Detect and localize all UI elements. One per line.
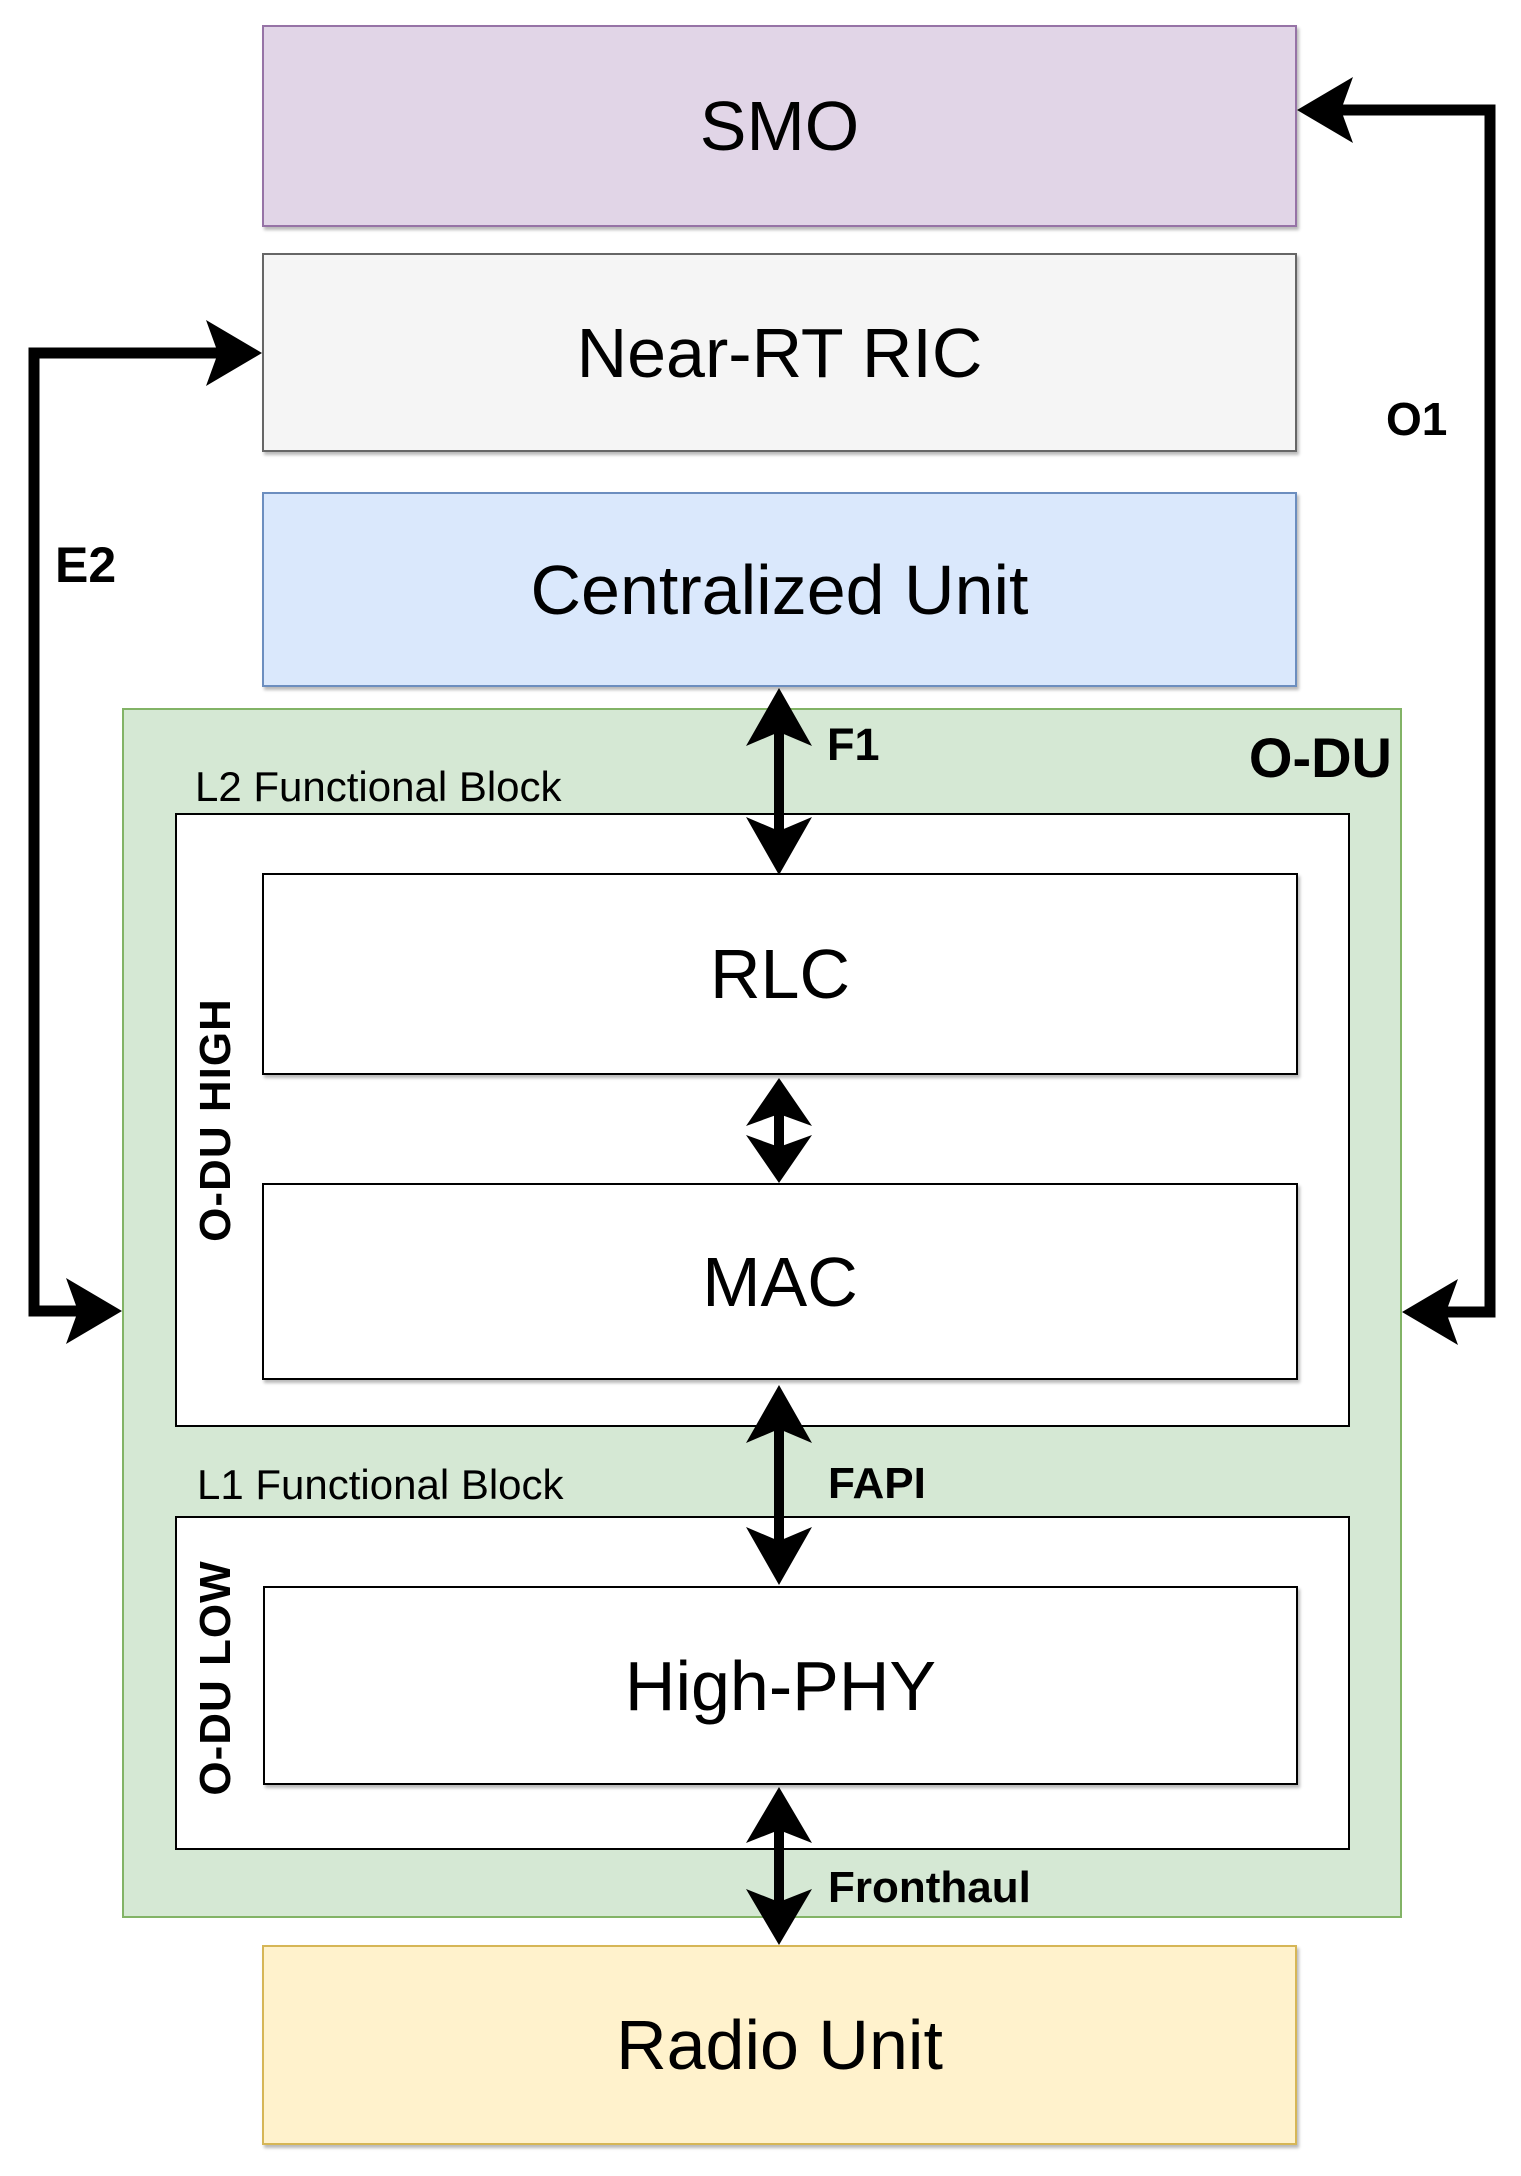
smo-box: SMO	[262, 25, 1297, 227]
rlc-box: RLC	[262, 873, 1298, 1075]
centralized-unit-label: Centralized Unit	[530, 550, 1029, 629]
o1-interface-label: O1	[1386, 393, 1448, 445]
f1-interface-label: F1	[827, 719, 880, 770]
odu-label: O-DU	[1248, 726, 1392, 789]
smo-label: SMO	[699, 87, 860, 165]
fapi-interface-label: FAPI	[828, 1459, 926, 1508]
near-rt-ric-box: Near-RT RIC	[262, 253, 1297, 452]
rlc-label: RLC	[709, 935, 851, 1013]
l2-functional-block-label: L2 Functional Block	[195, 763, 562, 810]
high-phy-label: High-PHY	[624, 1646, 937, 1725]
mac-box: MAC	[262, 1183, 1298, 1380]
mac-label: MAC	[702, 1242, 858, 1321]
e2-interface-label: E2	[55, 537, 117, 593]
radio-unit-box: Radio Unit	[262, 1945, 1297, 2145]
odu-high-label: O-DU HIGH	[191, 998, 240, 1242]
high-phy-box: High-PHY	[263, 1586, 1298, 1785]
fronthaul-interface-label: Fronthaul	[828, 1863, 1031, 1912]
near-rt-ric-label: Near-RT RIC	[576, 313, 983, 392]
centralized-unit-box: Centralized Unit	[262, 492, 1297, 687]
radio-unit-label: Radio Unit	[616, 2006, 943, 2084]
l1-functional-block-label: L1 Functional Block	[197, 1461, 564, 1508]
odu-low-label: O-DU LOW	[191, 1560, 240, 1796]
